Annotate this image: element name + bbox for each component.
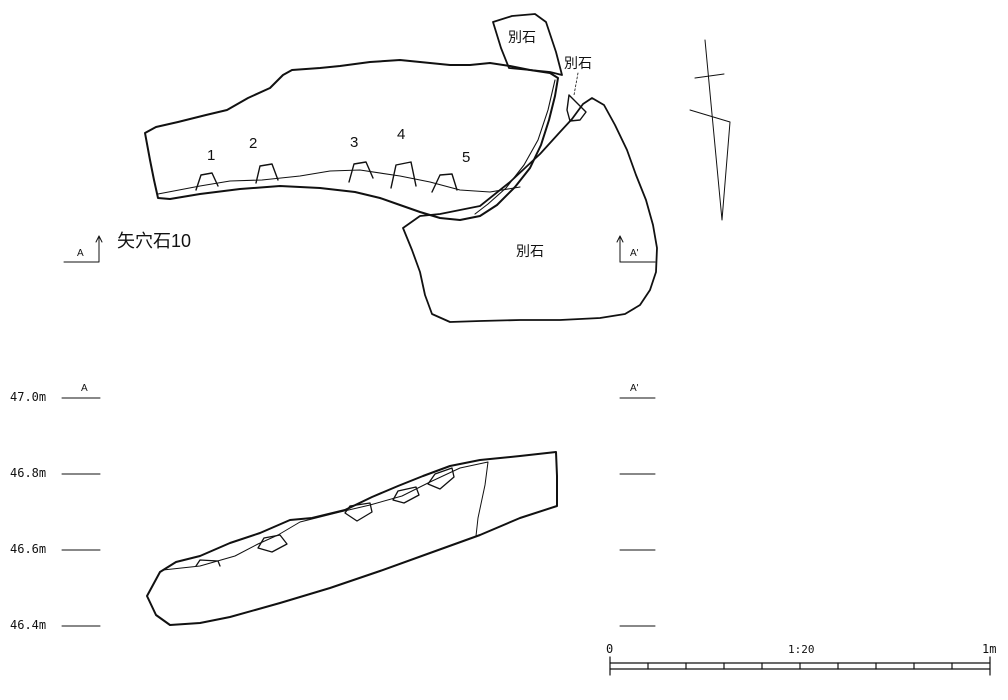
wedge-holes xyxy=(195,161,458,193)
wedge-hole-1 xyxy=(195,172,219,191)
section-mark-a xyxy=(63,235,103,263)
section-hole-4 xyxy=(392,486,420,504)
elevation-label-46-6: 46.6m xyxy=(10,542,47,556)
hole-number-1: 1 xyxy=(207,147,216,164)
section-elevation-ticks xyxy=(61,397,656,627)
hole-number-2: 2 xyxy=(249,135,258,152)
elevation-label-46-8: 46.8m xyxy=(10,466,47,480)
section-view-marker-a-prime: A' xyxy=(630,383,639,394)
separate-stone-label-side: 別石 xyxy=(564,55,592,71)
plan-title: 矢穴石10 xyxy=(117,231,192,251)
main-stone-edge-detail xyxy=(474,79,556,215)
elevation-label-46-4: 46.4m xyxy=(10,618,47,632)
section-split-line xyxy=(162,461,489,571)
elevation-label-47-0: 47.0m xyxy=(10,390,47,404)
separate-stone-label-large: 別石 xyxy=(516,243,544,259)
section-marker-a-prime: A' xyxy=(630,248,639,259)
north-arrow-icon xyxy=(689,39,731,221)
separate-stone-large-outline xyxy=(402,97,658,323)
section-hole-3 xyxy=(344,502,373,522)
wedge-hole-4 xyxy=(390,161,417,189)
hole-number-3: 3 xyxy=(350,134,359,151)
section-marker-a: A xyxy=(77,248,84,259)
section-mark-a-prime xyxy=(616,235,656,263)
scale-end-label: 1m xyxy=(982,642,997,656)
section-hole-2 xyxy=(257,534,288,553)
separate-stone-wedge-outline xyxy=(566,94,587,122)
split-face-line xyxy=(157,169,521,195)
hole-number-5: 5 xyxy=(462,149,471,166)
scale-bar xyxy=(609,656,991,676)
main-stone-outline xyxy=(144,59,559,221)
section-hole-5 xyxy=(427,467,455,490)
scale-ratio-label: 1:20 xyxy=(788,643,815,656)
section-stone-outline xyxy=(146,451,558,626)
wedge-hole-2 xyxy=(255,163,279,184)
section-hole-1 xyxy=(195,559,221,567)
wedge-hole-5 xyxy=(431,173,458,193)
leader-line xyxy=(573,72,579,96)
section-view-marker-a: A xyxy=(81,383,88,394)
section-wedge-holes xyxy=(195,467,455,567)
scale-start-label: 0 xyxy=(606,642,614,656)
separate-stone-small-outline xyxy=(492,13,563,76)
separate-stone-label-top: 別石 xyxy=(508,29,536,45)
wedge-hole-3 xyxy=(348,161,374,183)
hole-number-4: 4 xyxy=(397,126,406,143)
